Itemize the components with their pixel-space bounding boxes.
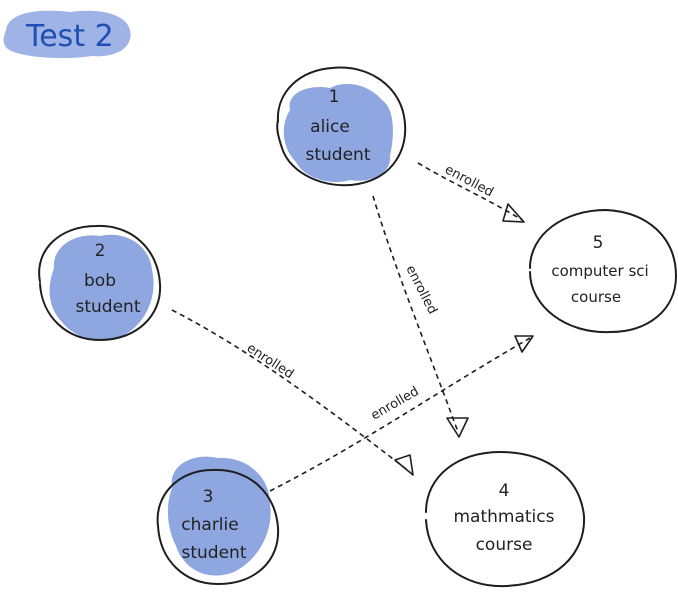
edges: enrolled enrolled enrolled enrolled bbox=[171, 162, 534, 492]
edge-bob-math: enrolled bbox=[171, 309, 414, 476]
node-outline bbox=[38, 224, 162, 342]
node-outline bbox=[425, 450, 586, 588]
node-name: computer sci bbox=[551, 262, 648, 280]
node-id: 1 bbox=[329, 87, 340, 107]
node-type: student bbox=[306, 145, 371, 165]
edge-label: enrolled bbox=[402, 263, 439, 317]
edge-alice-cs: enrolled bbox=[417, 162, 525, 223]
node-name: mathmatics bbox=[454, 507, 555, 527]
arrowhead-icon bbox=[394, 454, 414, 476]
node-id: 3 bbox=[203, 487, 214, 507]
edge-label: enrolled bbox=[369, 384, 422, 423]
arrowhead-icon bbox=[446, 417, 469, 438]
node-type: student bbox=[76, 297, 141, 317]
node-type: course bbox=[571, 288, 621, 306]
node-type: student bbox=[182, 543, 247, 563]
node-id: 2 bbox=[95, 241, 106, 261]
arrowhead-icon bbox=[514, 335, 534, 353]
node-outline bbox=[276, 66, 407, 187]
node-alice: 1 alice student bbox=[276, 66, 407, 187]
page-title: Test 2 bbox=[25, 19, 114, 54]
title-block: Test 2 bbox=[3, 10, 131, 59]
node-cs: 5 computer sci course bbox=[529, 208, 678, 334]
node-highlight bbox=[49, 234, 154, 341]
title-highlight bbox=[3, 10, 131, 59]
node-charlie: 3 charlie student bbox=[156, 456, 280, 586]
node-name: charlie bbox=[181, 515, 238, 535]
node-name: alice bbox=[310, 117, 350, 137]
node-id: 5 bbox=[593, 233, 604, 253]
node-outline bbox=[156, 468, 280, 586]
edge-line bbox=[171, 309, 411, 473]
edge-charlie-cs: enrolled bbox=[269, 335, 534, 492]
node-math: 4 mathmatics course bbox=[425, 450, 586, 588]
node-name: bob bbox=[84, 271, 116, 291]
node-highlight bbox=[283, 83, 393, 182]
node-bob: 2 bob student bbox=[38, 224, 162, 342]
edge-line bbox=[269, 337, 531, 492]
node-type: course bbox=[476, 535, 533, 555]
node-id: 4 bbox=[499, 481, 510, 501]
edge-label: enrolled bbox=[244, 341, 296, 382]
edge-line bbox=[417, 162, 523, 221]
arrowhead-icon bbox=[502, 203, 525, 223]
node-outline bbox=[529, 208, 678, 334]
node-highlight bbox=[167, 456, 271, 576]
edge-line bbox=[372, 195, 459, 433]
